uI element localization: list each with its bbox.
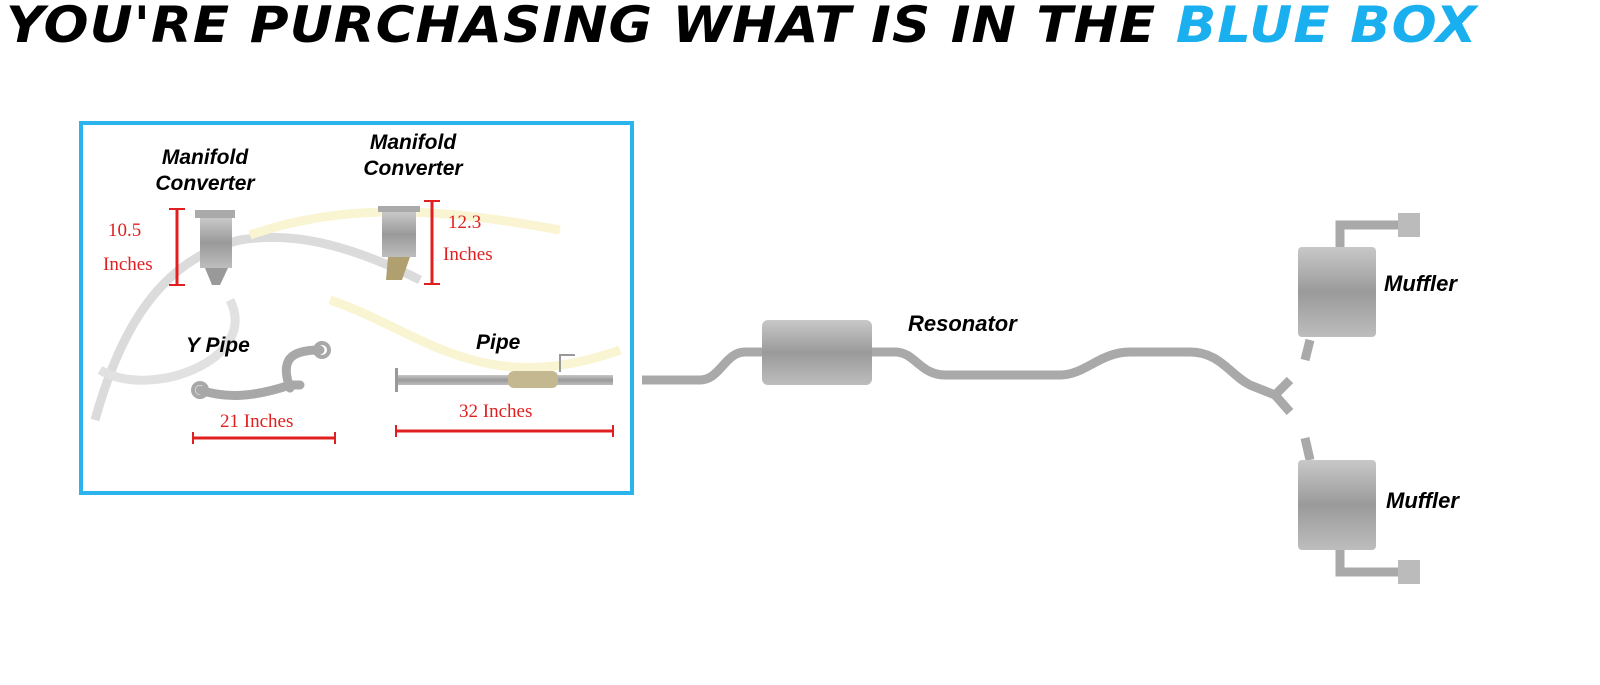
measure-pipe: 32 Inches — [459, 401, 533, 422]
measure-value-2: 12.3 — [448, 212, 482, 233]
label-muffler-upper: Muffler — [1384, 271, 1457, 296]
exhaust-system-image — [642, 220, 1400, 577]
label-line: Manifold — [161, 146, 249, 169]
page-title: YOU'RE PURCHASING WHAT IS IN THE BLUE BO… — [6, 0, 1478, 54]
label-line: Manifold — [369, 131, 457, 154]
title-highlight: BLUE BOX — [1175, 0, 1478, 54]
pipe-image — [395, 354, 613, 392]
resonator-image — [762, 320, 872, 385]
part-label-pipe: Pipe — [476, 331, 521, 354]
manifold-converter-2-image — [378, 206, 420, 280]
label-line: Converter — [363, 157, 463, 180]
watermark-horse — [90, 207, 622, 422]
muffler-lower-image — [1298, 460, 1376, 550]
measure-unit-2: Inches — [443, 244, 493, 265]
label-resonator: Resonator — [908, 311, 1017, 336]
part-label-y-pipe: Y Pipe — [186, 334, 250, 357]
measure-unit-1: Inches — [103, 254, 153, 275]
measure-y-pipe: 21 Inches — [220, 411, 294, 432]
muffler-upper-image — [1298, 247, 1376, 337]
included-parts-box — [79, 121, 634, 495]
measure-value-1: 10.5 — [108, 220, 142, 241]
y-pipe-image — [191, 341, 331, 400]
label-muffler-lower: Muffler — [1386, 488, 1459, 513]
label-line: Converter — [155, 172, 255, 195]
title-prefix: YOU'RE PURCHASING WHAT IS IN THE — [6, 0, 1157, 54]
manifold-converter-1-image — [195, 210, 235, 285]
